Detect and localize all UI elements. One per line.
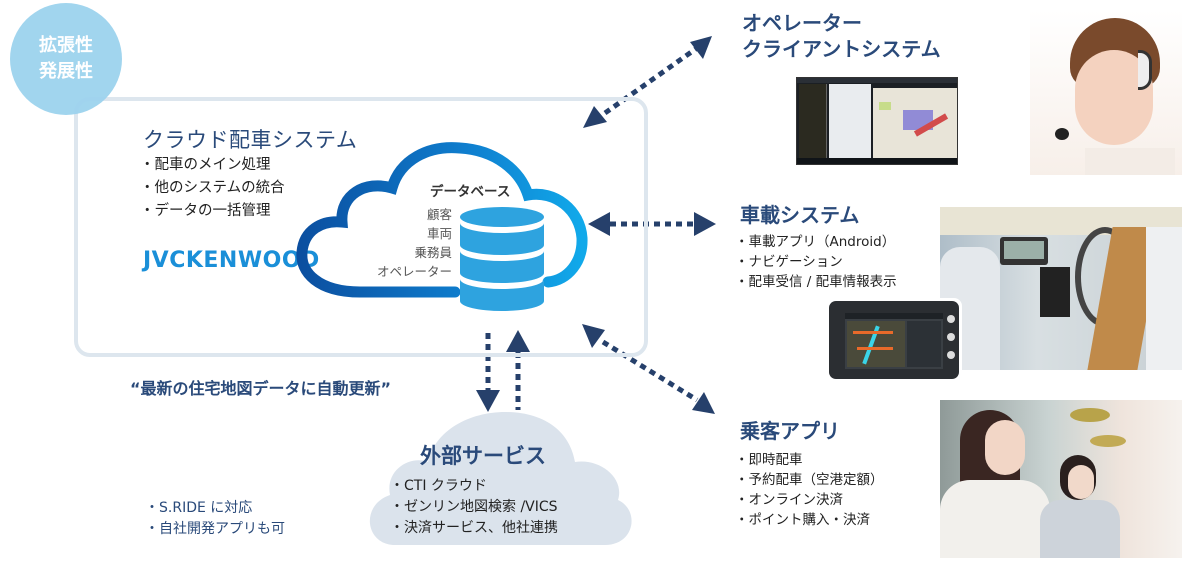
passengers-smartphone-photo (940, 400, 1182, 558)
database-item: 顧客 (426, 207, 452, 222)
jvckenwood-logo: JVCKENWOOD (143, 248, 320, 273)
bullet-item: 決済サービス、他社連携 (390, 518, 558, 539)
bullet-item: 他のシステムの統合 (140, 177, 285, 200)
database-item: 車両 (426, 226, 452, 241)
database-icon (460, 207, 544, 311)
passenger-app-title: 乗客アプリ (740, 419, 840, 443)
database-title: データベース (430, 184, 511, 200)
bullet-item: オンライン決済 (735, 490, 884, 510)
cloud-system-title: クラウド配車システム (143, 128, 358, 152)
arrow-vehicle-bidirectional-icon (588, 212, 716, 236)
badge-line-2: 発展性 (39, 61, 93, 82)
operator-client-title-line-1: オペレーター (742, 11, 862, 35)
bullet-item: 予約配車（空港定額） (735, 470, 884, 490)
bullet-item: 配車のメイン処理 (140, 154, 285, 177)
bullet-item: データの一括管理 (140, 200, 285, 223)
operator-client-title: オペレーター クライアントシステム (742, 10, 941, 62)
in-car-tablet-device (826, 298, 962, 382)
app-note: S.RIDE に対応 (145, 498, 285, 519)
app-note: 自社開発アプリも可 (145, 519, 285, 540)
operator-client-screenshot (796, 77, 958, 165)
bullet-item: 配車受信 / 配車情報表示 (735, 272, 897, 292)
expandability-badge: 拡張性 発展性 (10, 3, 122, 115)
vehicle-system-bullets: 車載アプリ（Android） ナビゲーション 配車受信 / 配車情報表示 (735, 232, 897, 292)
operator-headset-photo (1030, 10, 1182, 175)
vehicle-system-title: 車載システム (740, 203, 860, 227)
bullet-item: CTI クラウド (390, 476, 558, 497)
operator-client-title-line-2: クライアントシステム (742, 37, 941, 61)
bullet-item: 車載アプリ（Android） (735, 232, 897, 252)
cloud-system-frame (74, 97, 648, 357)
database-item: 乗務員 (414, 245, 452, 260)
cloud-system-bullets: 配車のメイン処理 他のシステムの統合 データの一括管理 (140, 154, 285, 223)
database-item: オペレーター (376, 264, 452, 279)
arrow-down-to-external-icon (476, 333, 500, 412)
map-update-note: “最新の住宅地図データに自動更新” (130, 379, 392, 398)
external-services-bullets: CTI クラウド ゼンリン地図検索 /VICS 決済サービス、他社連携 (390, 476, 558, 539)
bullet-item: 即時配車 (735, 450, 884, 470)
app-notes: S.RIDE に対応 自社開発アプリも可 (145, 498, 285, 540)
arrow-passenger-bidirectional-icon (582, 324, 715, 414)
bullet-item: ポイント購入・決済 (735, 510, 884, 530)
arrow-up-from-external-icon (506, 330, 530, 410)
bullet-item: ナビゲーション (735, 252, 897, 272)
arrow-operator-bidirectional-icon (583, 36, 712, 128)
bullet-item: ゼンリン地図検索 /VICS (390, 497, 558, 518)
database-items: 顧客 車両 乗務員 オペレーター (360, 205, 452, 281)
taxi-interior-photo (940, 207, 1182, 370)
passenger-app-bullets: 即時配車 予約配車（空港定額） オンライン決済 ポイント購入・決済 (735, 450, 884, 530)
badge-line-1: 拡張性 (39, 35, 93, 56)
external-services-title: 外部サービス (420, 444, 546, 468)
